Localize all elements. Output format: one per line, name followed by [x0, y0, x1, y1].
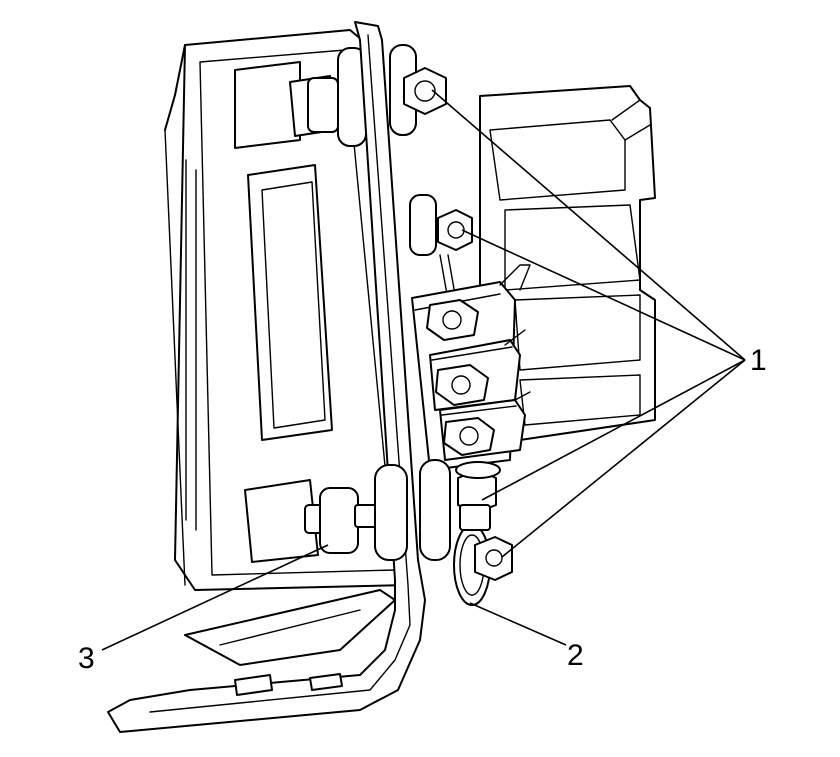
mounting-bracket [107, 21, 426, 733]
callout-3: 3 [78, 642, 95, 675]
leader-2 [469, 602, 567, 646]
callout-2: 2 [567, 639, 584, 672]
leader-1-middle-bolt [461, 229, 746, 361]
leader-lines [101, 89, 746, 651]
module-housing [164, 29, 411, 591]
connector-clips [411, 264, 531, 471]
lower-isolator [244, 464, 408, 563]
leader-1-top-bolt [431, 89, 746, 361]
lower-bolts [419, 459, 513, 606]
leader-3 [101, 544, 329, 651]
leader-1-bottom-bolt [501, 359, 746, 558]
leader-1-lower-bolt [481, 359, 746, 501]
bracket-bolts [389, 44, 473, 301]
upper-isolator [234, 47, 367, 149]
callout-1: 1 [750, 344, 767, 377]
